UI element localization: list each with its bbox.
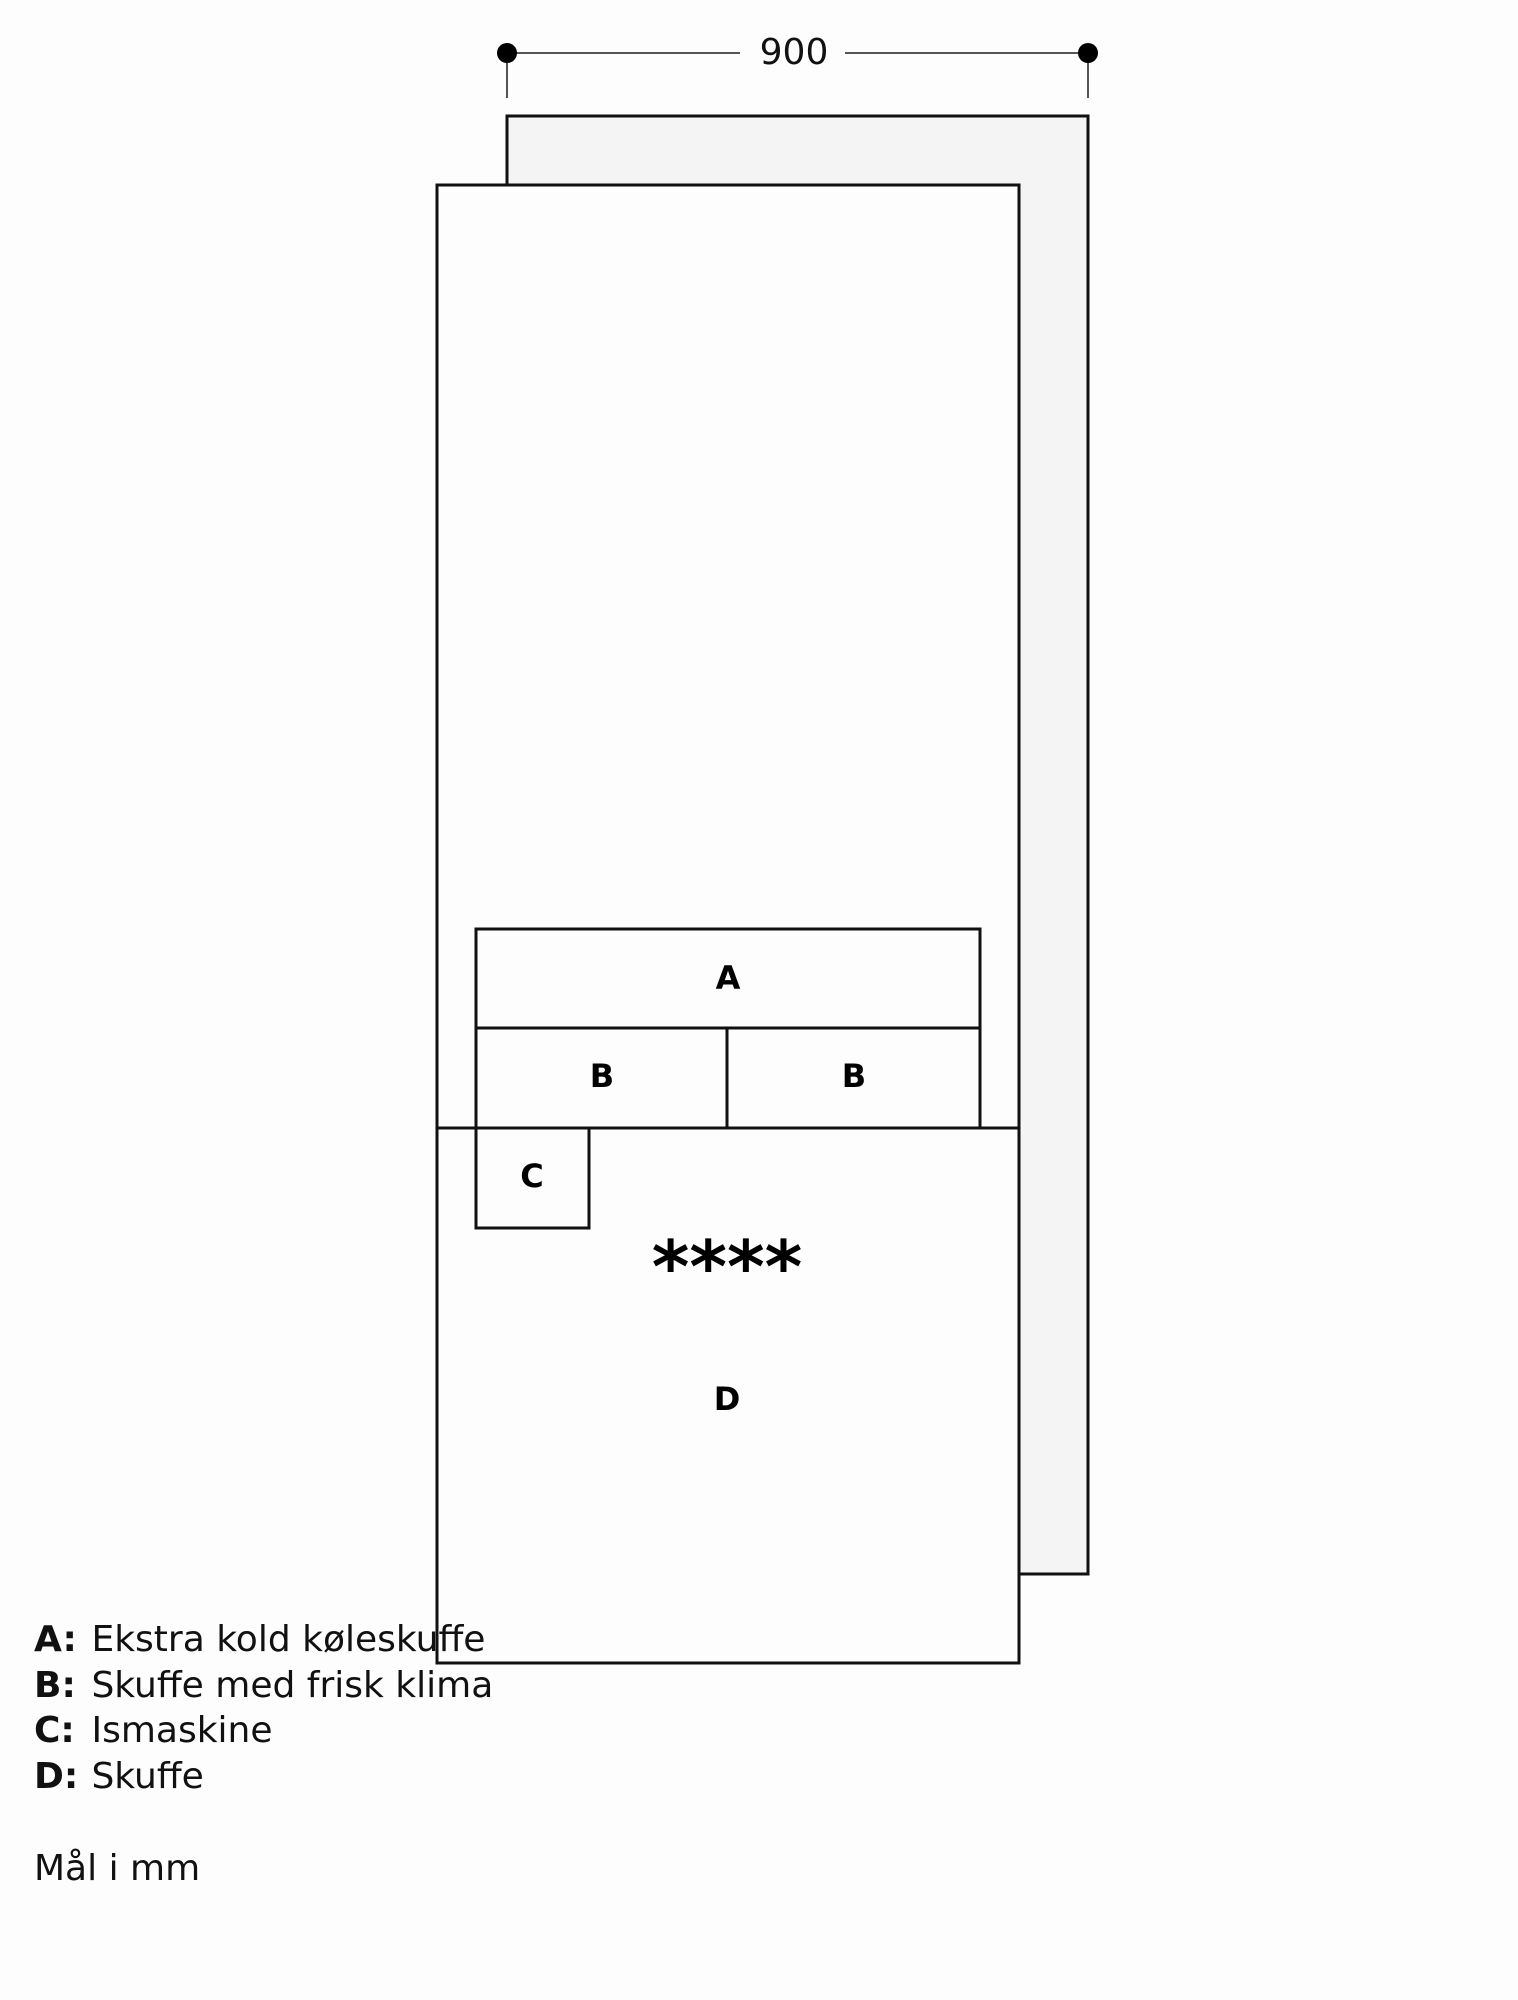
legend-text: Skuffe med frisk klima bbox=[91, 1664, 494, 1706]
compartment-b-right-label: B bbox=[842, 1057, 866, 1095]
width-dimension: 900 bbox=[497, 32, 1098, 98]
legend-key: C: bbox=[34, 1710, 75, 1751]
legend-key: A: bbox=[34, 1619, 77, 1660]
freezer-star-rating: **** bbox=[652, 1225, 803, 1309]
compartment-d-label: D bbox=[714, 1380, 741, 1418]
legend-text: Skuffe bbox=[91, 1755, 204, 1797]
legend-key: D: bbox=[34, 1755, 79, 1797]
dimension-endpoint-right bbox=[1078, 43, 1098, 63]
compartment-c bbox=[474, 1126, 591, 1230]
dimension-endpoint-left bbox=[497, 43, 517, 63]
legend-text: Ismaskine bbox=[91, 1710, 273, 1751]
legend-item-a: A: Ekstra kold køleskuffe bbox=[34, 1617, 493, 1663]
compartment-a bbox=[474, 927, 982, 1030]
units-note: Mål i mm bbox=[34, 1848, 201, 1889]
front-panel bbox=[435, 183, 1021, 1665]
legend: A: Ekstra kold køleskuffe B: Skuffe med … bbox=[34, 1617, 493, 1799]
legend-text: Ekstra kold køleskuffe bbox=[91, 1619, 486, 1660]
compartment-b-right bbox=[725, 1026, 982, 1130]
compartment-b-left-label: B bbox=[590, 1057, 614, 1095]
compartment-b-left bbox=[474, 1026, 729, 1130]
legend-key: B: bbox=[34, 1664, 76, 1706]
dimension-label: 900 bbox=[760, 32, 829, 73]
legend-item-b: B: Skuffe med frisk klima bbox=[34, 1663, 493, 1709]
legend-item-c: C: Ismaskine bbox=[34, 1708, 493, 1754]
legend-item-d: D: Skuffe bbox=[34, 1754, 493, 1800]
compartment-a-label: A bbox=[716, 959, 741, 997]
compartment-c-label: C bbox=[520, 1157, 543, 1195]
